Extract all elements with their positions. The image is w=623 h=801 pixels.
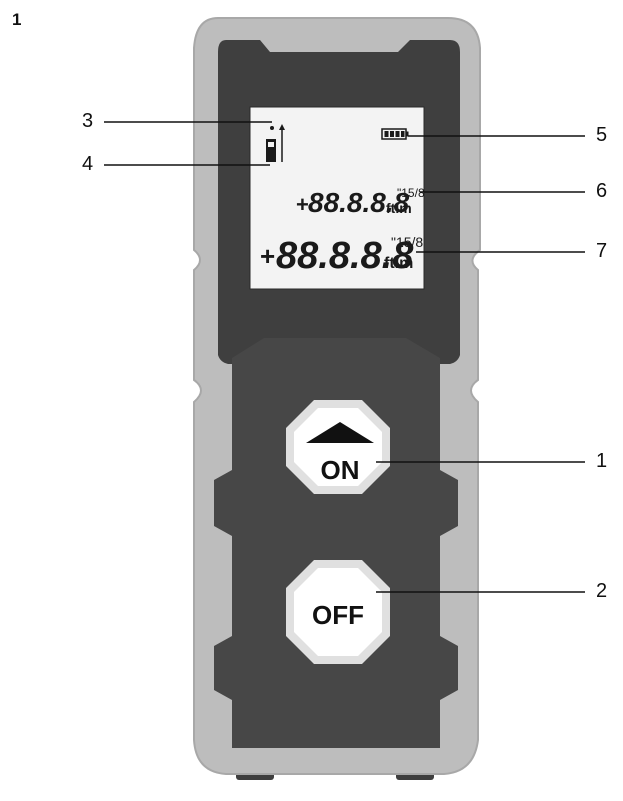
battery-icon [381,128,409,140]
callout-6: 6 [596,180,608,202]
on-button-label: ON [321,455,360,485]
measurement-reference-icon [266,124,285,162]
page-number: 1 [12,10,22,29]
callout-4: 4 [82,153,94,175]
callout-5: 5 [596,124,608,146]
callout-3: 3 [82,110,94,132]
keypad-body [214,338,458,748]
callout-7: 7 [596,240,608,262]
display-line2-prefix: + [260,241,275,271]
lcd-screen [249,106,425,290]
display-line1-prefix: + [296,192,309,217]
display-line2-digits: 88.8.8.8 [276,235,414,277]
display-line2-units-top: "15/8 [391,234,423,250]
display-line1-units-top: "15/8 [397,186,425,200]
off-button-label: OFF [312,600,364,630]
up-arrow-icon [306,422,374,443]
off-button[interactable]: OFF [286,560,390,664]
callout-1: 1 [596,450,608,472]
callout-2: 2 [596,580,608,602]
display-line2-units-bottom: ftim [384,255,413,272]
display-line1-digits: 88.8.8.8 [308,187,410,218]
on-button[interactable]: ON [286,400,390,494]
display-line1-units-bottom: ftim [386,200,412,216]
